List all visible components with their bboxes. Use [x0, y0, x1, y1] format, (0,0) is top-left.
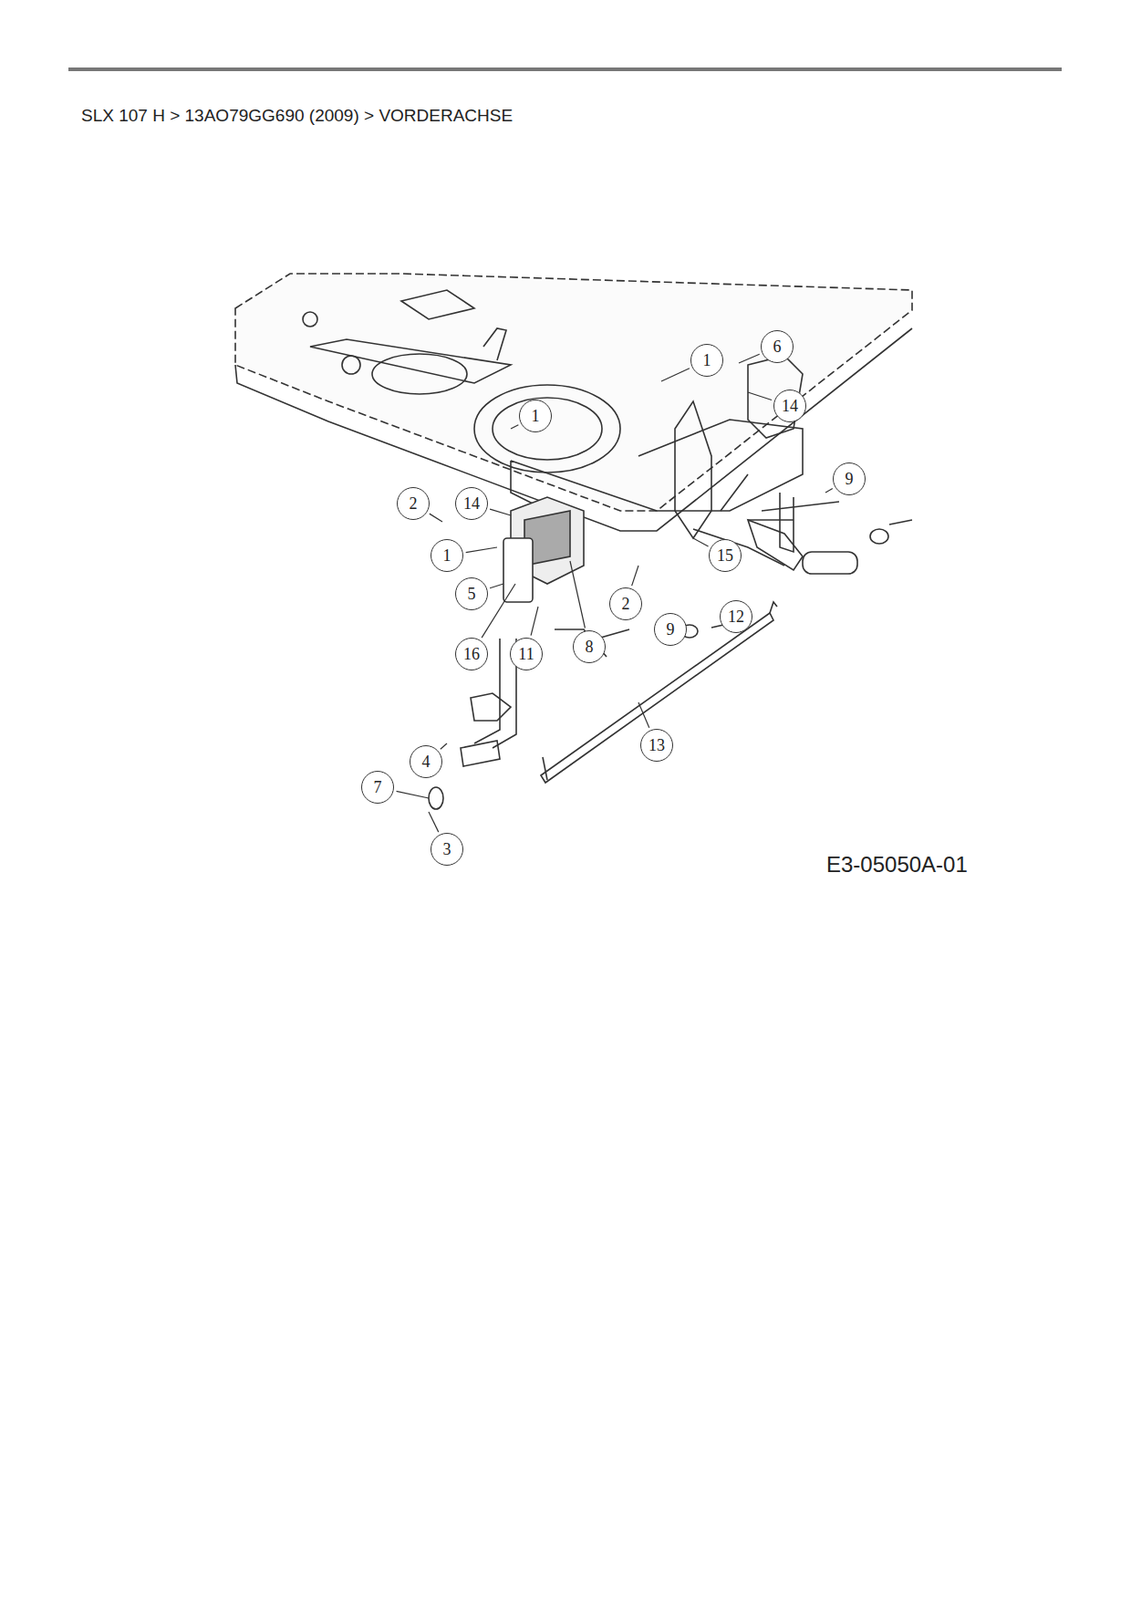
- steering-parts: [428, 355, 913, 810]
- callout-number: 16: [455, 637, 488, 671]
- callout-number: 9: [653, 612, 687, 646]
- callout-number: 11: [509, 637, 543, 671]
- callout-number: 12: [719, 600, 753, 633]
- leader-line: [738, 353, 760, 364]
- callout-number: 1: [430, 539, 464, 572]
- leader-line: [638, 702, 650, 728]
- leader-line: [428, 811, 439, 832]
- callout-number: 9: [832, 462, 866, 496]
- leader-line: [510, 425, 519, 429]
- leader-lines: [396, 353, 833, 832]
- leader-line: [661, 368, 690, 382]
- leader-line: [530, 606, 539, 636]
- callout-number: 5: [455, 577, 488, 611]
- leader-line: [719, 626, 721, 628]
- leader-line: [429, 513, 443, 522]
- leader-line: [396, 790, 429, 799]
- leader-line: [489, 583, 504, 589]
- leader-line: [489, 508, 511, 516]
- leader-line: [466, 547, 498, 553]
- page-title: SLX 107 H > 13AO79GG690 (2009) > VORDERA…: [81, 105, 513, 126]
- leader-line: [747, 392, 772, 400]
- callout-number: 14: [773, 389, 807, 423]
- leader-line: [570, 560, 585, 629]
- callout-number: 2: [609, 587, 643, 621]
- callout-number: 8: [572, 630, 606, 664]
- leader-line: [693, 538, 709, 547]
- callout-number: 4: [409, 745, 443, 779]
- callout-number: 15: [708, 539, 742, 572]
- chassis-frame: [235, 273, 913, 531]
- callout-number: 2: [396, 487, 430, 520]
- callout-number: 6: [760, 330, 794, 364]
- leader-line: [825, 487, 833, 493]
- callout-number: 1: [518, 399, 552, 433]
- drawing-number: E3-05050A-01: [826, 851, 968, 878]
- leader-line: [688, 630, 690, 632]
- leader-line: [440, 743, 447, 749]
- callout-number: 1: [690, 343, 724, 377]
- leader-line: [632, 565, 639, 586]
- callout-number: 13: [640, 728, 674, 762]
- callout-number: 14: [455, 487, 488, 520]
- callout-number: 7: [361, 770, 395, 804]
- top-rule: [68, 67, 1062, 72]
- callout-number: 3: [430, 832, 464, 866]
